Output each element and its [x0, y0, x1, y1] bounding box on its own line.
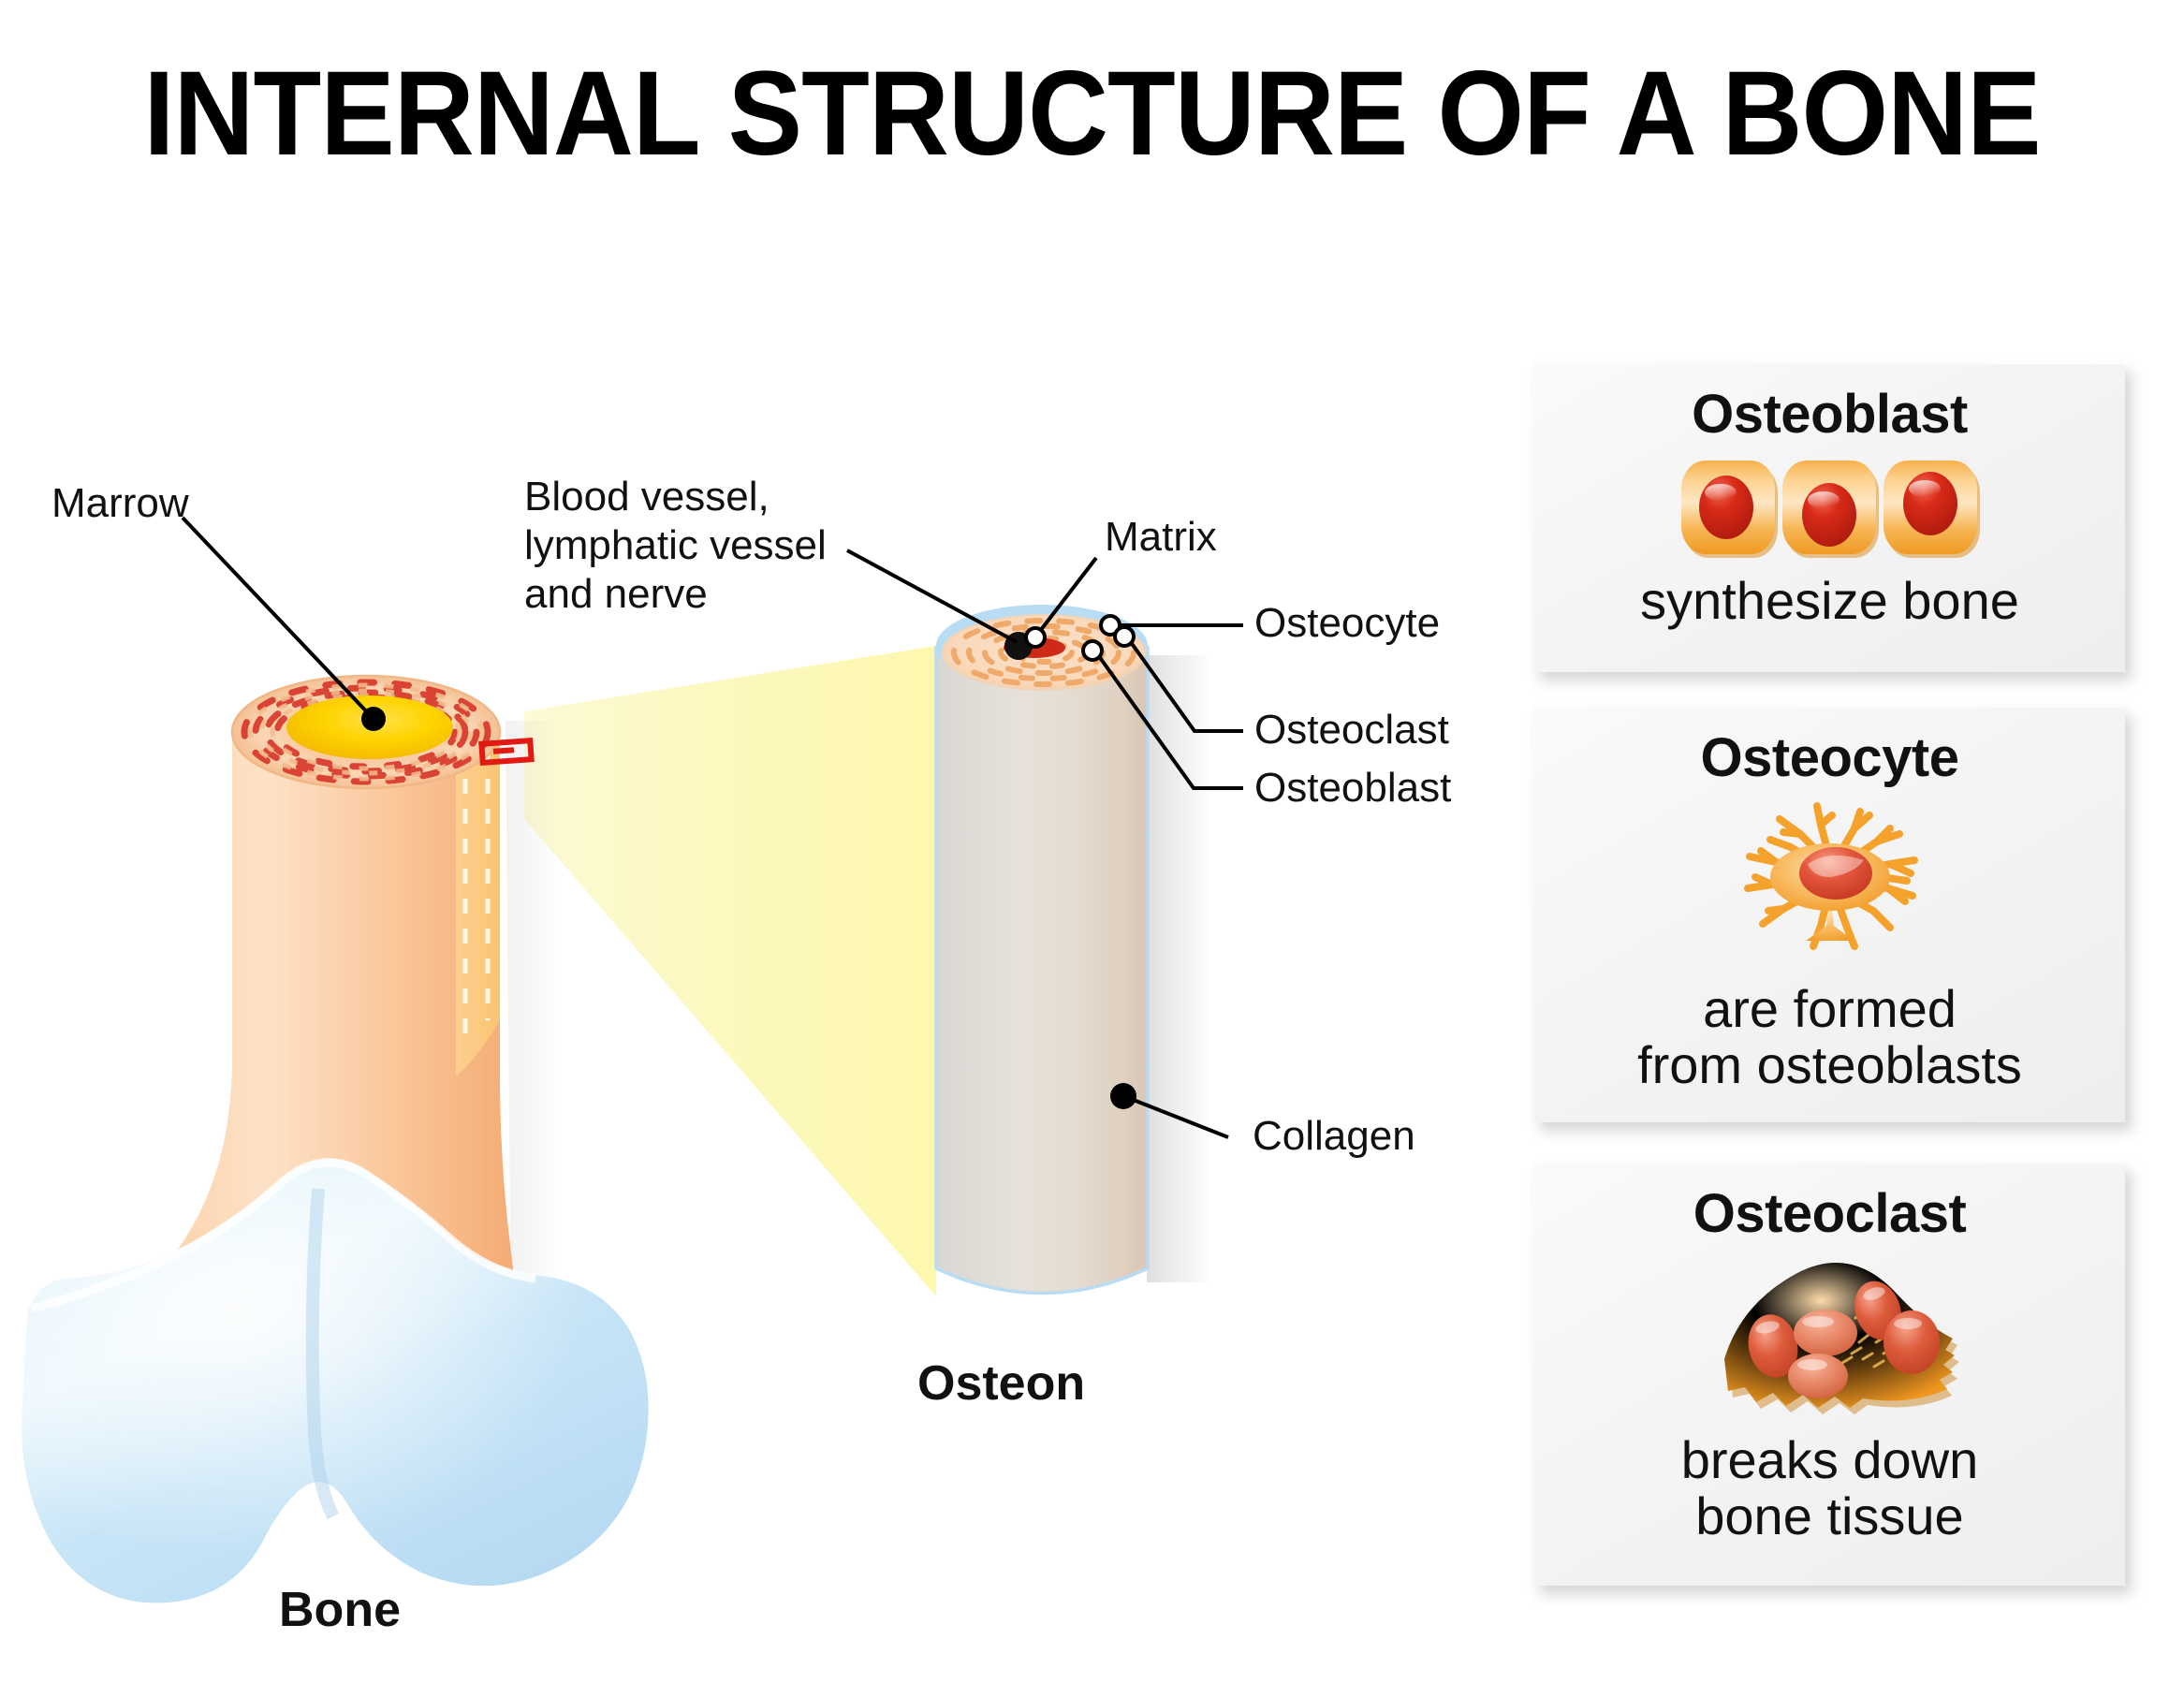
info-card-desc: synthesize bone [1640, 571, 2019, 630]
magnified-region-marker [478, 738, 535, 766]
label-marrow: Marrow [51, 480, 189, 526]
info-card-title: Osteoclast [1693, 1183, 1967, 1244]
label-blood-vessel: Blood vessel, lymphatic vessel and nerve [524, 474, 827, 617]
info-card-osteoclast[interactable]: Osteoclast [1533, 1163, 2125, 1586]
long-bone-illustration [22, 674, 649, 1603]
label-collagen: Collagen [1253, 1113, 1415, 1159]
info-card-desc: are formed from osteoblasts [1637, 979, 2022, 1094]
info-card-title: Osteoblast [1692, 384, 1968, 445]
label-osteoblast: Osteoblast [1254, 765, 1452, 811]
caption-osteon: Osteon [917, 1356, 1086, 1411]
osteoclast-cell-icon [1676, 1249, 1985, 1427]
info-card-title: Osteocyte [1700, 727, 1959, 788]
magnification-cone [524, 646, 936, 1296]
page-title: INTERNAL STRUCTURE OF A BONE [143, 47, 2041, 181]
collagen-marker [1110, 1083, 1136, 1109]
label-matrix: Matrix [1105, 514, 1217, 560]
osteocyte-cell-icon [1690, 791, 1971, 973]
marrow-marker [361, 707, 386, 731]
info-card-desc: breaks down bone tissue [1680, 1430, 1979, 1545]
caption-bone: Bone [279, 1583, 401, 1637]
osteoblast-cells-icon [1676, 451, 1985, 563]
osteon-cylinder [934, 605, 1212, 1295]
label-osteoclast: Osteoclast [1254, 707, 1449, 753]
label-osteocyte: Osteocyte [1254, 600, 1441, 646]
info-card-osteoblast[interactable]: Osteoblast [1533, 363, 2125, 672]
leader-lines [181, 516, 1243, 1139]
info-card-osteocyte[interactable]: Osteocyte [1533, 707, 2125, 1122]
